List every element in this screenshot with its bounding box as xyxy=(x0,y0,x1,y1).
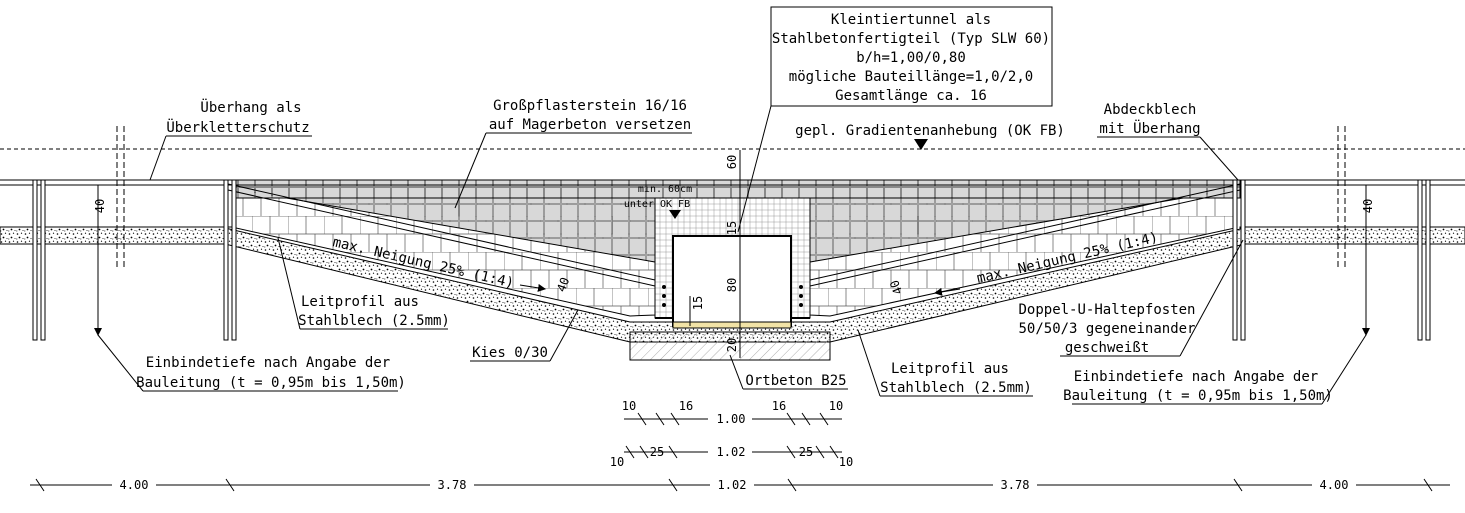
tunnel-callout-line5: Gesamtlänge ca. 16 xyxy=(835,88,987,104)
leader-line xyxy=(454,132,487,209)
leader-line xyxy=(97,334,144,392)
leader-line xyxy=(1199,136,1239,181)
dim-v40-right: 40 xyxy=(1361,199,1375,213)
embed-left-label-2: Bauleitung (t = 0,95m bis 1,50m) xyxy=(136,375,406,391)
min-cover-label-2: unter OK FB xyxy=(624,199,690,210)
dim-v60: 60 xyxy=(725,155,739,169)
cover-sheet-label-1: Abdeckblech xyxy=(1104,102,1197,118)
dim-bottom-3: 1.02 xyxy=(718,478,747,492)
leader-line xyxy=(1179,239,1244,357)
slope-arrow-left xyxy=(519,283,546,292)
gradient-marker xyxy=(914,139,928,150)
dim-row2-e: 10 xyxy=(839,455,853,469)
overhang-label-1: Überhang als xyxy=(200,98,301,116)
anchor-dot xyxy=(799,294,803,298)
leader-line xyxy=(857,329,881,397)
anchor-dot xyxy=(662,294,666,298)
dim-row1-ticks xyxy=(637,412,829,426)
anchor-dot xyxy=(662,285,666,289)
guide-left-label-1: Leitprofil aus xyxy=(301,294,419,310)
concrete-label: Ortbeton B25 xyxy=(745,373,846,389)
tunnel-callout-box xyxy=(770,6,1053,107)
embed-left-label-1: Einbindetiefe nach Angabe der xyxy=(146,355,390,371)
leader-line xyxy=(277,237,301,330)
anchor-dot xyxy=(799,303,803,307)
dim-row2-d: 25 xyxy=(799,445,813,459)
guide-right-label-2: Stahlblech (2.5mm) xyxy=(880,380,1032,396)
anchor-dot xyxy=(799,285,803,289)
guide-left-label-2: Stahlblech (2.5mm) xyxy=(298,313,450,329)
dim-v40-left: 40 xyxy=(93,199,107,213)
tunnel-callout-line4: mögliche Bauteillänge=1,0/2,0 xyxy=(789,69,1033,85)
post-label-2: 50/50/3 gegeneinander xyxy=(1018,321,1195,337)
dim-row1-a: 10 xyxy=(622,399,636,413)
dim-bottom-ticks xyxy=(35,478,1433,492)
leader-line xyxy=(549,309,579,362)
overhang-label-2: Überkletterschutz xyxy=(166,118,309,136)
post-label-1: Doppel-U-Haltepfosten xyxy=(1018,302,1195,318)
dim-v80: 80 xyxy=(725,278,739,292)
dim-row1-e: 10 xyxy=(829,399,843,413)
anchor-dot xyxy=(662,303,666,307)
paving-label-2: auf Magerbeton versetzen xyxy=(489,117,691,133)
dim-v40-wall-left: 40 xyxy=(554,275,572,293)
paving-label-1: Großpflasterstein 16/16 xyxy=(493,98,687,114)
guide-right-label-1: Leitprofil aus xyxy=(891,361,1009,377)
leader-line xyxy=(729,354,744,390)
dim-row2-a: 10 xyxy=(610,455,624,469)
leader-line xyxy=(737,105,772,233)
dim-v20: 20 xyxy=(725,338,739,352)
dim-v40-wall-right: 40 xyxy=(887,278,905,296)
dim-bottom-1: 4.00 xyxy=(120,478,149,492)
gradient-label: gepl. Gradientenanhebung (OK FB) xyxy=(795,123,1065,139)
cover-sheet-label-2: mit Überhang xyxy=(1099,119,1200,137)
embed-right-label-1: Einbindetiefe nach Angabe der xyxy=(1074,369,1318,385)
guide-profile-left-2 xyxy=(227,189,656,287)
dim-v15-side: 15 xyxy=(691,296,705,310)
dim-row2-ticks xyxy=(625,445,839,459)
dim-row1-b: 16 xyxy=(679,399,693,413)
min-cover-marker xyxy=(669,210,681,219)
guide-profile-left xyxy=(227,183,656,281)
tunnel-callout-line3: b/h=1,00/0,80 xyxy=(856,50,966,66)
slope-arrow-right xyxy=(934,287,961,296)
guide-profile-right-2 xyxy=(809,189,1241,287)
tunnel-floor xyxy=(672,321,792,329)
guide-profile-right xyxy=(809,183,1241,281)
dim-bottom-4: 3.78 xyxy=(1001,478,1030,492)
dim-bottom-5: 4.00 xyxy=(1320,478,1349,492)
leader-line xyxy=(1321,334,1367,405)
tunnel-walls xyxy=(655,235,810,319)
dim-row2-b: 25 xyxy=(650,445,664,459)
dim-row2-c: 1.02 xyxy=(717,445,746,459)
tunnel-callout-line1: Kleintiertunnel als xyxy=(831,12,991,28)
leader-line xyxy=(149,135,167,181)
dim-bottom-2: 3.78 xyxy=(438,478,467,492)
dim-v15-top: 15 xyxy=(725,221,739,235)
dim-row1-c: 1.00 xyxy=(717,412,746,426)
paving-top-row xyxy=(231,179,1241,199)
embed-right-label-2: Bauleitung (t = 0,95m bis 1,50m) xyxy=(1063,388,1333,404)
post-group xyxy=(32,179,1431,341)
post-label-3: geschweißt xyxy=(1065,340,1149,356)
gravel-label: Kies 0/30 xyxy=(472,345,548,361)
dim-row1-d: 16 xyxy=(772,399,786,413)
ground-gravel-right xyxy=(1239,226,1465,245)
min-cover-label-1: min. 60cm xyxy=(638,184,692,195)
tunnel-callout-line2: Stahlbetonfertigteil (Typ SLW 60) xyxy=(772,31,1050,47)
